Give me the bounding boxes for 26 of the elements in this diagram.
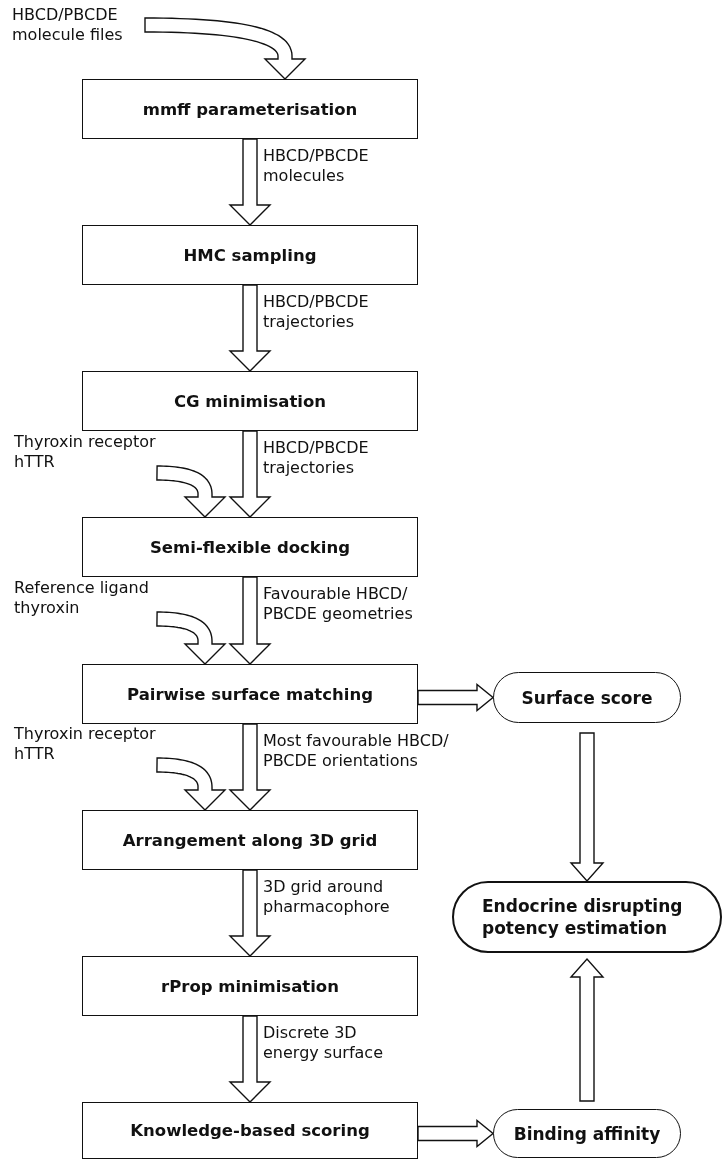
block-arrow <box>228 284 272 372</box>
process-box: rProp minimisation <box>82 956 418 1016</box>
process-box: CG minimisation <box>82 371 418 431</box>
block-arrow <box>228 430 272 518</box>
input-text: Reference ligand thyroxin <box>14 578 189 618</box>
block-arrow <box>417 1119 495 1148</box>
input-text: Thyroxin receptor hTTR <box>14 724 189 764</box>
block-arrow <box>569 957 605 1102</box>
block-arrow <box>417 683 495 712</box>
input-text: Thyroxin receptor hTTR <box>14 432 189 472</box>
process-box: Pairwise surface matching <box>82 664 418 724</box>
input-text: HBCD/PBCDE molecule files <box>12 5 142 45</box>
result-box: Endocrine disrupting potency estimation <box>452 881 722 953</box>
process-box: mmff parameterisation <box>82 79 418 139</box>
process-box: Knowledge-based scoring <box>82 1102 418 1159</box>
process-box: Semi-flexible docking <box>82 517 418 577</box>
result-box: Surface score <box>493 672 681 723</box>
process-box: HMC sampling <box>82 225 418 285</box>
block-arrow <box>228 723 272 811</box>
block-arrow <box>569 732 605 883</box>
result-box: Binding affinity <box>493 1109 681 1158</box>
block-arrow <box>228 1015 272 1103</box>
block-arrow <box>228 576 272 665</box>
block-arrow <box>228 869 272 957</box>
process-box: Arrangement along 3D grid <box>82 810 418 870</box>
block-arrow <box>228 138 272 226</box>
